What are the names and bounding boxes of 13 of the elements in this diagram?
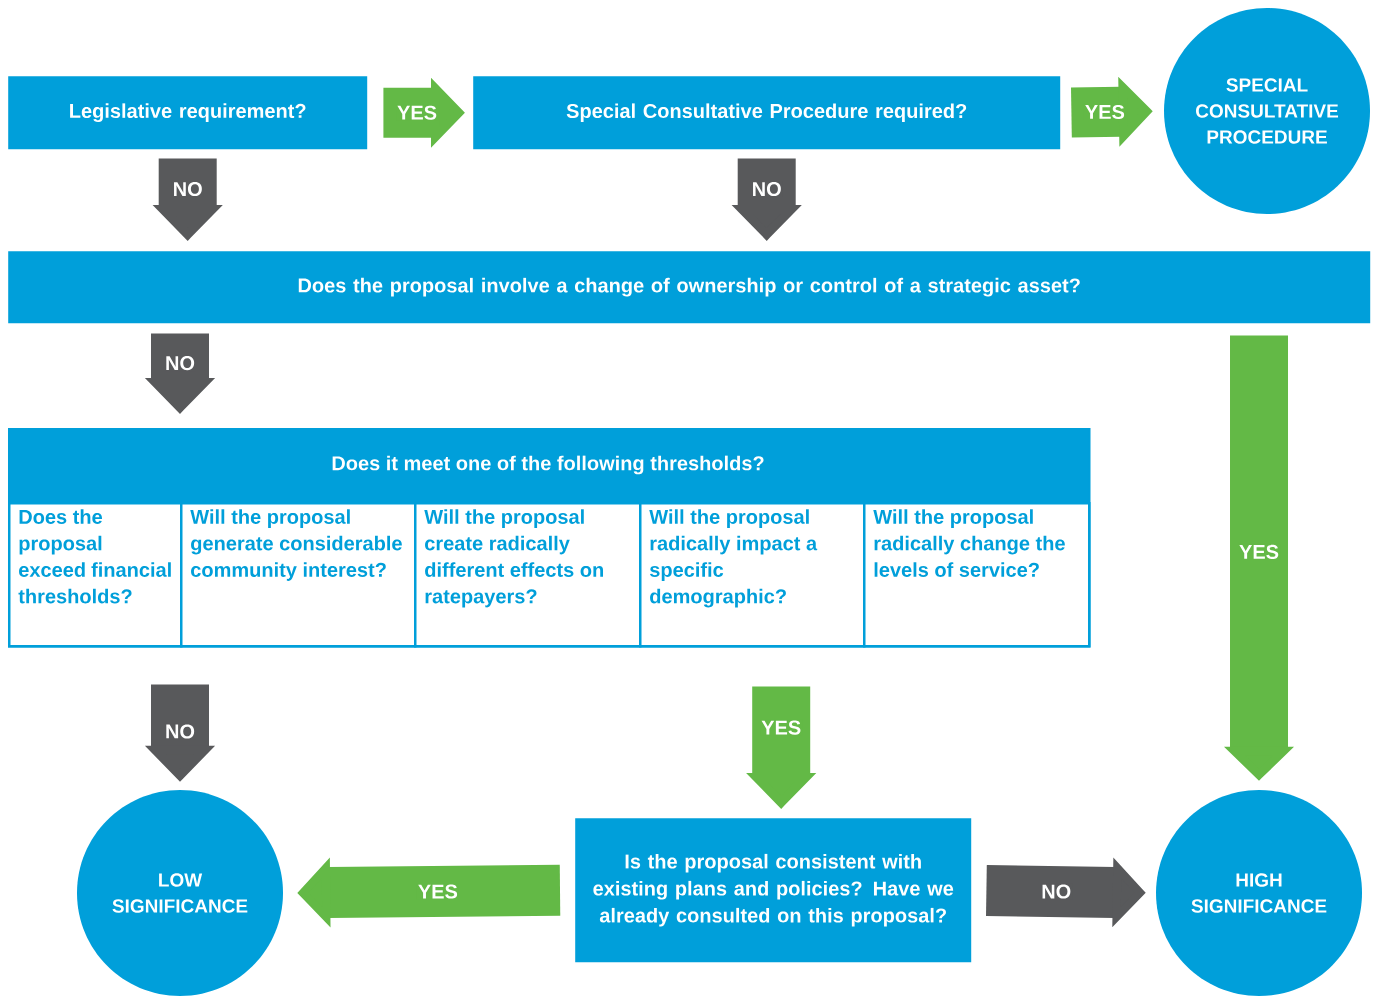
question-box: Special Consultative Procedure required? [473,76,1061,150]
question-box: Is the proposal consistent with existing plans and policies? Have we already consulted on this proposal? [575,818,972,963]
table-cell: Will the proposal create radically different effects on ratepayers? [414,502,642,648]
table-cell: Will the proposal radically impact a specific demographic? [639,502,866,648]
question-box: Does the proposal involve a change of ownership or control of a strategic asset? [8,251,1371,324]
table-cell: Will the proposal radically change the levels of service? [863,502,1091,648]
question-box: Legislative requirement? [8,76,368,150]
arrow-label: NO [164,355,196,372]
table-cell: Does the proposal exceed financial thresholds? [8,502,183,648]
arrow-label: NO [164,723,196,740]
table-cell: Will the proposal generate considerable community interest? [180,502,417,648]
arrow-label: NO [1040,883,1073,900]
arrow-label: YES [416,883,459,900]
